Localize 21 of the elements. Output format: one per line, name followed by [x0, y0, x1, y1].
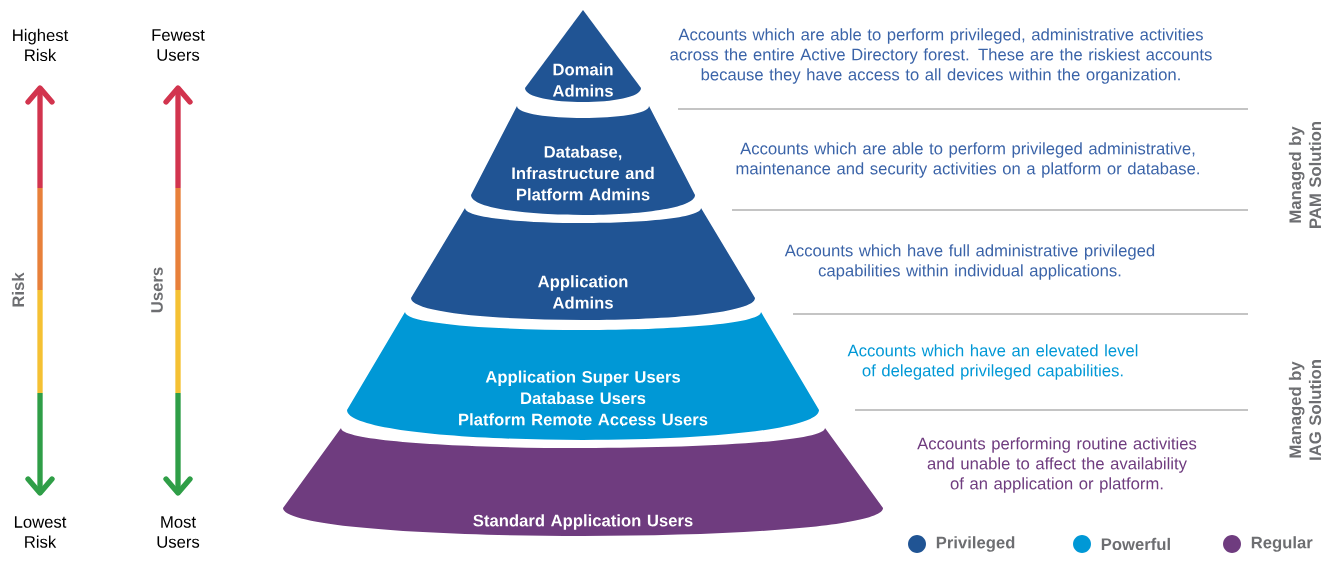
pyramid-tier: Standard Application Users: [283, 428, 883, 536]
description-text: Accounts performing routine activities and unable to affect the availability of an application or platform.: [917, 437, 1197, 493]
legend-label: Regular: [1251, 536, 1313, 552]
description-text: Accounts which have an elevated level of delegated privileged capabilities.: [847, 344, 1138, 380]
pyramid-tier: Domain Admins: [525, 10, 641, 102]
pyramid-tier: Application Super Users Database Users Platform Remote Access Users: [347, 312, 819, 440]
legend-label: Privileged: [936, 536, 1015, 552]
pyramid-tier: Application Admins: [411, 208, 755, 320]
axis-label: Highest Risk: [13, 28, 69, 62]
description-text: Accounts which are able to perform privileged administrative, maintenance and security activities on a platform or database.: [736, 142, 1199, 178]
axis-label: Fewest Users: [152, 29, 205, 61]
axis-title: Risk: [11, 272, 25, 307]
bracket-label: Managed by IAG Solution: [1288, 360, 1322, 460]
axis-label: Lowest Risk: [14, 516, 67, 548]
description-text: Accounts which are able to perform privileged, administrative activities across the entire Active Directory forest. These are the riskiest accounts because they have access to all devices within the organization.: [670, 28, 1212, 84]
pyramid-tier: Database, Infrastructure and Platform Admins: [471, 106, 695, 215]
axis-label: Most Users: [157, 516, 200, 548]
description-text: Accounts which have full administrative privileged capabilities within individual applications.: [784, 244, 1155, 280]
axis-title: Users: [151, 267, 163, 313]
legend-label: Powerful: [1101, 537, 1170, 551]
bracket-label: Managed by PAM Solution: [1288, 122, 1322, 228]
